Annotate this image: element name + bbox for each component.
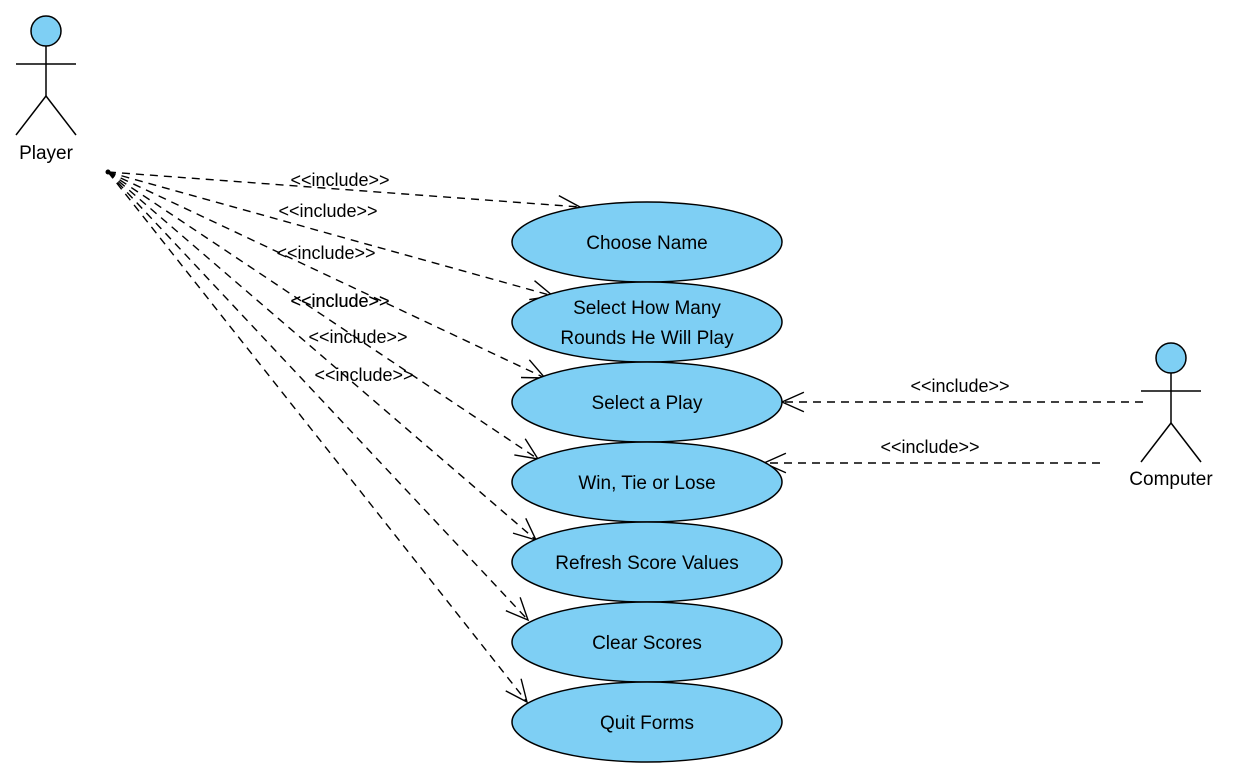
- actor-computer[interactable]: Computer: [1129, 342, 1213, 490]
- actor-figure-icon: [1140, 342, 1202, 463]
- include-label: <<include>>: [278, 201, 377, 221]
- use-case-quit-forms[interactable]: Quit Forms: [511, 681, 783, 763]
- include-label: <<include>>: [290, 291, 389, 311]
- include-relationship[interactable]: [107, 171, 555, 301]
- arrowhead: [520, 359, 547, 379]
- include-relationship[interactable]: [107, 171, 529, 704]
- dependency-line: [107, 171, 546, 379]
- stereotype-labels: <<include>> <<include>> <<include>> <<inclu…: [276, 170, 1009, 457]
- actor-figure-icon: [15, 15, 77, 136]
- use-case-clear-scores[interactable]: Clear Scores: [511, 601, 783, 683]
- player-anchor-dot: [105, 169, 111, 175]
- use-case-label: Win, Tie or Lose: [578, 473, 715, 494]
- actor-player[interactable]: Player: [15, 15, 77, 164]
- include-label: <<include>>: [276, 243, 375, 263]
- actor-label: Computer: [1129, 469, 1213, 490]
- use-case-label: Select How Many: [573, 298, 721, 319]
- use-case-label: Quit Forms: [600, 713, 694, 734]
- include-label: <<include>>: [308, 327, 407, 347]
- use-case-label: Clear Scores: [592, 633, 702, 654]
- use-case-select-play[interactable]: Select a Play: [511, 361, 783, 443]
- use-case-ellipse[interactable]: [511, 281, 783, 363]
- dependency-line: [107, 171, 528, 703]
- dependency-line: [107, 171, 554, 297]
- use-case-refresh-scores[interactable]: Refresh Score Values: [511, 521, 783, 603]
- include-relationship[interactable]: [107, 171, 530, 622]
- include-relationship[interactable]: [107, 171, 538, 542]
- use-case-label: Rounds He Will Play: [560, 328, 734, 349]
- dependency-line: [107, 171, 539, 460]
- arrowhead: [505, 678, 529, 704]
- dependency-line: [107, 171, 537, 541]
- include-label: <<include>>: [880, 437, 979, 457]
- arrowhead: [505, 597, 530, 622]
- include-label: <<include>>: [290, 170, 389, 190]
- include-label: <<include>>: [314, 365, 413, 385]
- use-case-label: Refresh Score Values: [555, 553, 738, 574]
- use-case-win-tie-lose[interactable]: Win, Tie or Lose: [511, 441, 783, 523]
- use-case-ellipse[interactable]: [511, 681, 783, 763]
- dependency-line: [107, 171, 581, 208]
- include-label: <<include>>: [910, 376, 1009, 396]
- dependency-line: [107, 171, 529, 621]
- use-case-label: Choose Name: [586, 233, 707, 254]
- arrowhead: [512, 517, 538, 542]
- use-case-choose-name[interactable]: Choose Name: [511, 201, 783, 283]
- include-label: <<include>>: [290, 291, 389, 311]
- actor-label: Player: [19, 143, 74, 164]
- use-case-label: Select a Play: [592, 393, 703, 414]
- arrowhead: [514, 438, 540, 460]
